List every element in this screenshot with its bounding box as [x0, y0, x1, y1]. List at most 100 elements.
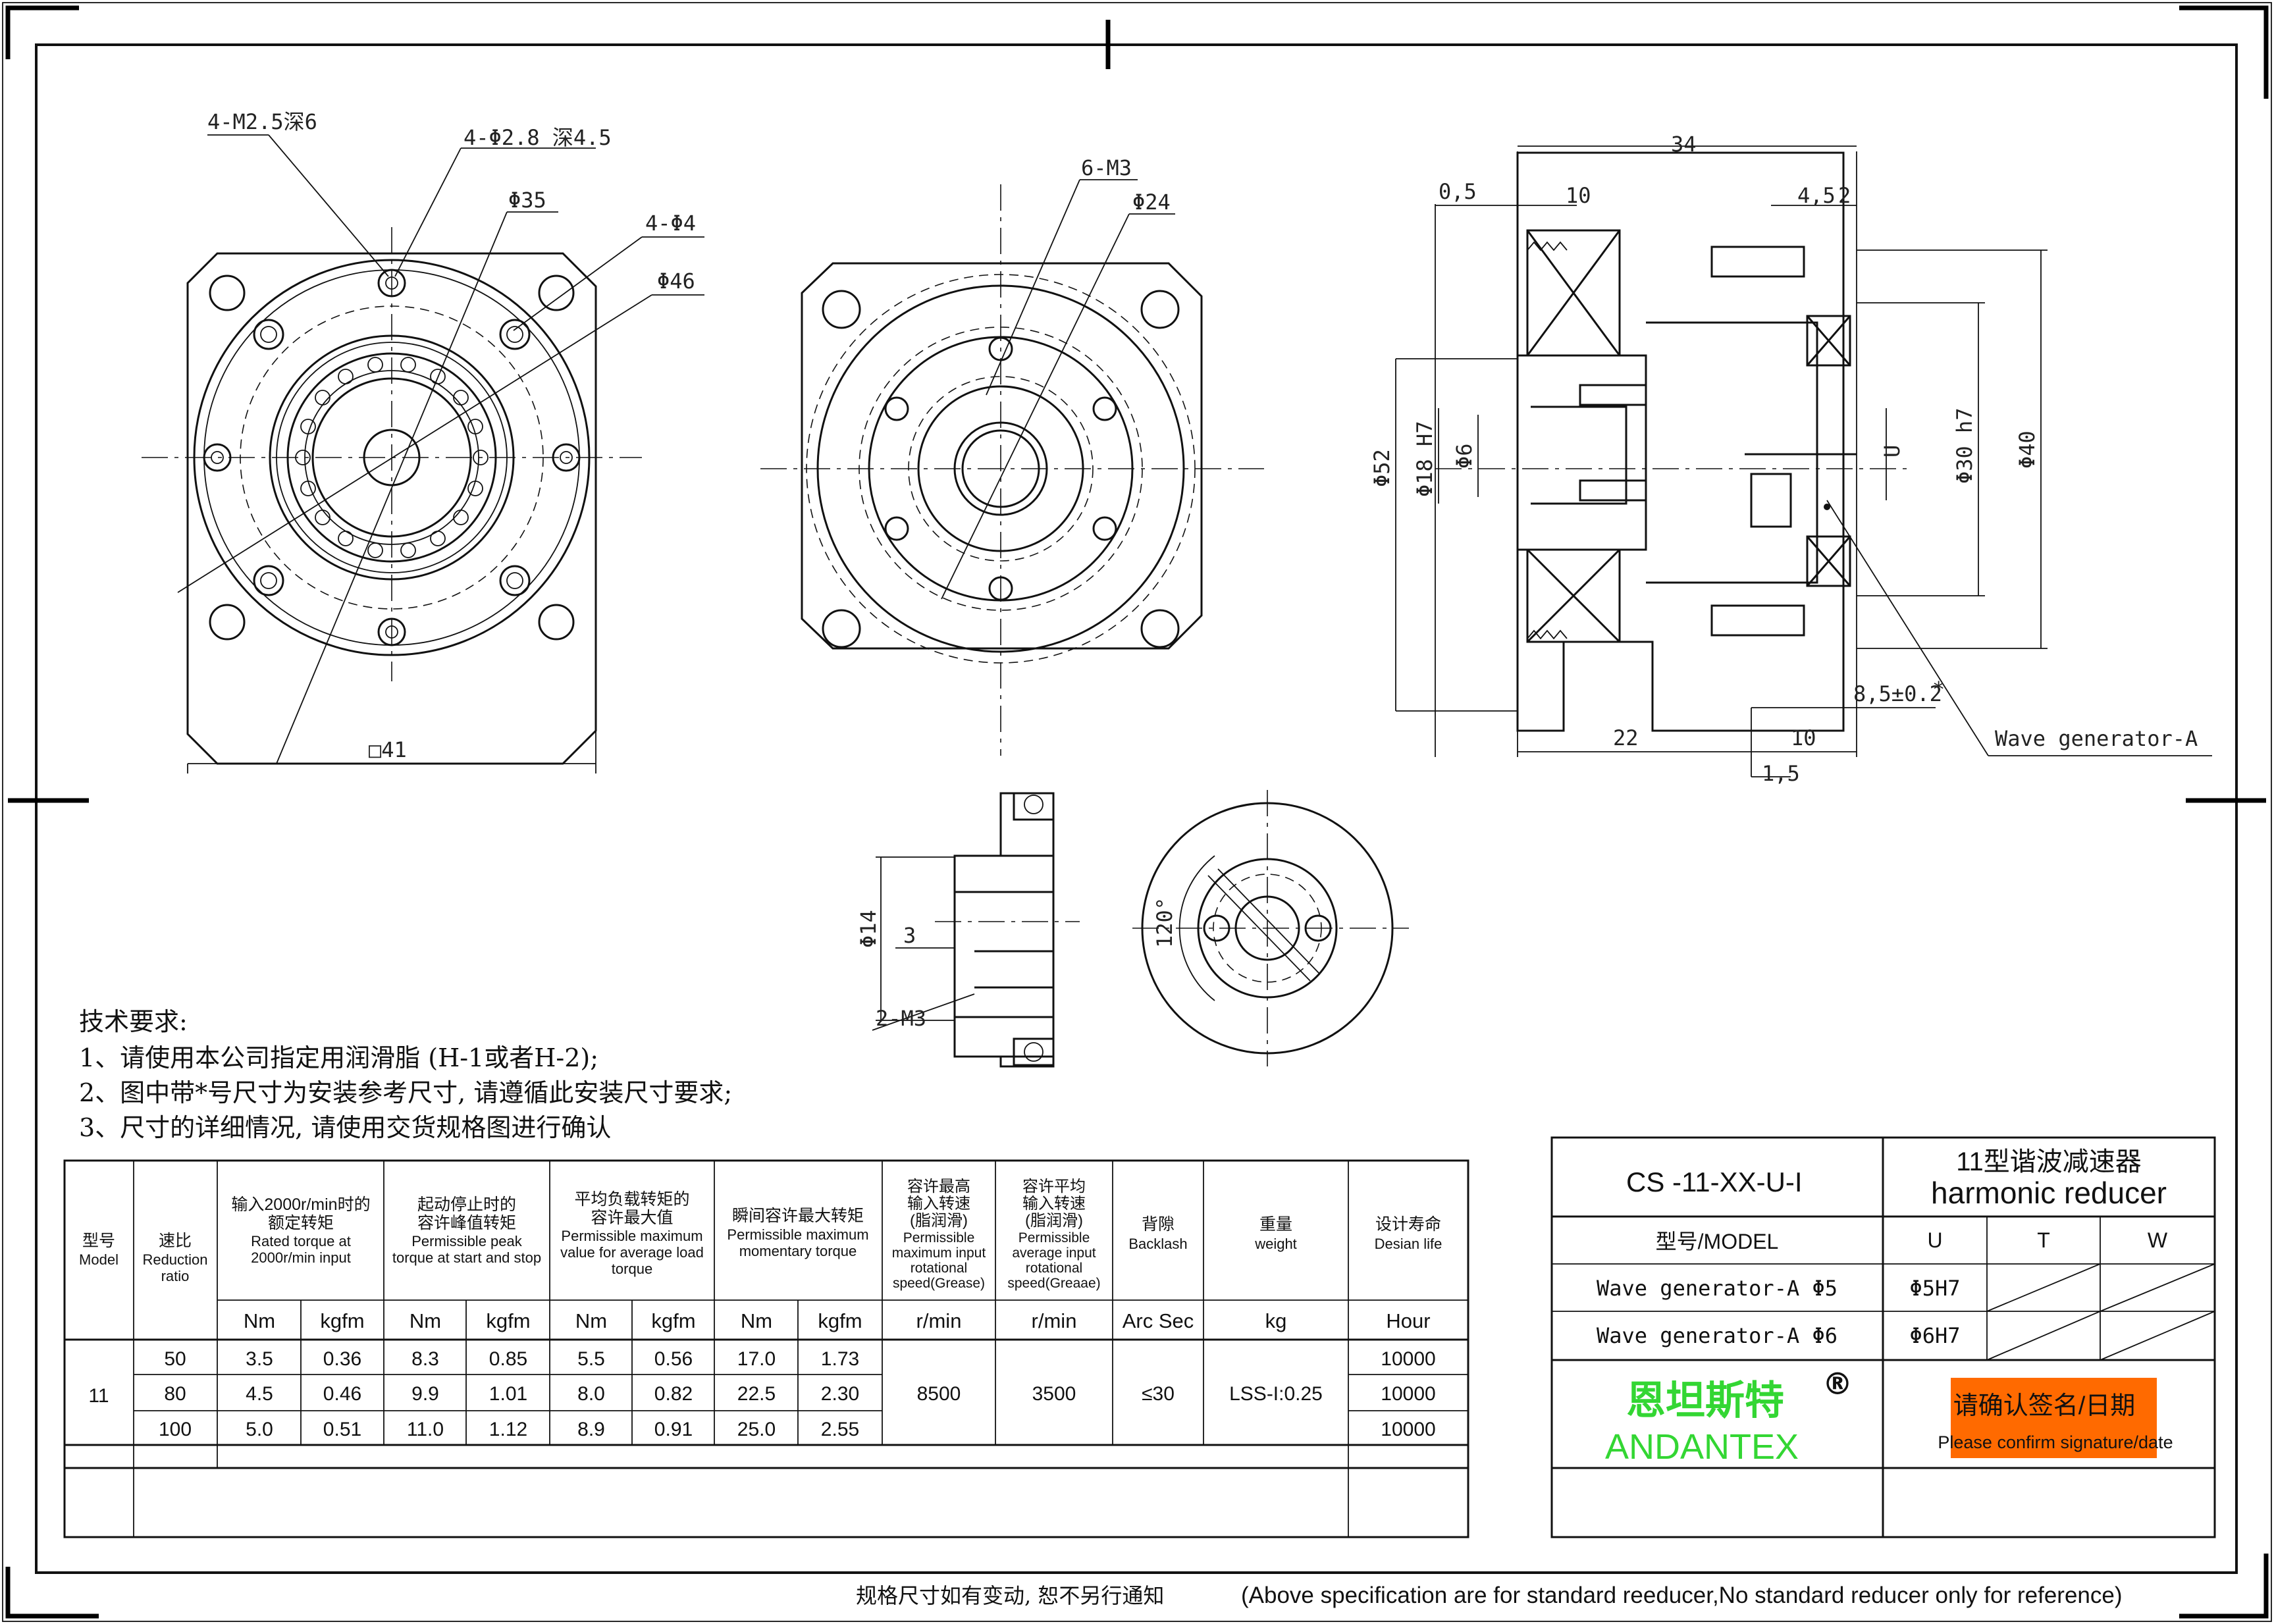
h-avgspd-en2: average input	[1012, 1245, 1096, 1261]
cell-weight: LSS-I:0.25	[1229, 1383, 1323, 1405]
dim-d46: Φ46	[657, 269, 695, 294]
h-avgspd-en3: rotational	[1026, 1261, 1082, 1276]
h-avgspd-cn1: 容许平均	[1022, 1178, 1086, 1195]
notes-heading: 技术要求:	[79, 1007, 188, 1036]
title-block: CS -11-XX-U-I 11型谐波减速器 harmonic reducer …	[1550, 1136, 2216, 1538]
h-maxspd-en2: maximum input	[892, 1245, 986, 1261]
dim-d30: Φ30 h7	[1952, 407, 1977, 484]
dim-square-41: □41	[369, 737, 407, 762]
footer-cn: 规格尺寸如有变动, 恕不另行通知	[856, 1583, 1164, 1608]
row2-label: Wave generator-A Φ6	[1597, 1323, 1838, 1348]
cell: 80	[164, 1383, 186, 1405]
table-header: 型号 Model 速比 Reduction ratio 输入2000r/min时…	[79, 1178, 1442, 1291]
unit-cell: r/min	[1032, 1309, 1077, 1332]
h-maxspd-en1: Permissible	[903, 1230, 975, 1245]
table-row: 50 3.5 0.36 8.3 0.85 5.5 0.56 17.0 1.73 …	[164, 1348, 1435, 1370]
cell-model: 11	[88, 1385, 109, 1407]
notes-line-2: 2、图中带*号尺寸为安装参考尺寸, 请遵循此安装尺寸要求;	[79, 1078, 732, 1107]
cell: 5.5	[577, 1348, 605, 1370]
unit-cell: kg	[1265, 1309, 1287, 1332]
dim-d40: Φ40	[2015, 431, 2040, 469]
cell: 10000	[1381, 1419, 1435, 1440]
col-t: T	[2037, 1228, 2050, 1252]
unit-cell: Nm	[741, 1309, 772, 1332]
dim-0-5: 0,5	[1439, 179, 1477, 204]
front-view-output-side: 6-M3 Φ24	[760, 155, 1264, 756]
footer: 规格尺寸如有变动, 恕不另行通知 (Above specification ar…	[856, 1583, 2123, 1608]
cell: 22.5	[737, 1383, 776, 1405]
cell: 8.9	[577, 1419, 605, 1440]
unit-cell: kgfm	[651, 1309, 695, 1332]
h-mom-en2: momentary torque	[739, 1243, 857, 1259]
dim-4-m2-5: 4-M2.5深6	[207, 109, 317, 134]
dim-10-bottom: 10	[1791, 725, 1816, 750]
h-weight-cn: 重量	[1259, 1215, 1292, 1234]
product-name-en: harmonic reducer	[1931, 1176, 2167, 1210]
cell: 11.0	[407, 1419, 444, 1440]
dim-1-5: 1,5	[1762, 761, 1800, 786]
cell: 0.46	[323, 1383, 361, 1405]
h-back-en: Backlash	[1128, 1236, 1187, 1252]
h-avg-en3: torque	[612, 1261, 652, 1277]
h-rated-en2: 2000r/min input	[251, 1249, 351, 1266]
cell: 0.91	[654, 1419, 693, 1440]
bearing-balls	[295, 357, 489, 558]
unit-cell: kgfm	[818, 1309, 862, 1332]
unit-cell: Hour	[1386, 1309, 1430, 1332]
cell: 25.0	[737, 1419, 776, 1440]
unit-cell: kgfm	[320, 1309, 364, 1332]
model-label: 型号/MODEL	[1656, 1230, 1779, 1253]
dim-120-deg: 120°	[1152, 897, 1177, 948]
h-avg-cn2: 容许最大值	[591, 1209, 673, 1227]
h-rated-cn2: 额定转矩	[268, 1214, 334, 1232]
unit-cell: kgfm	[486, 1309, 530, 1332]
product-name-cn: 11型谐波减速器	[1956, 1147, 2142, 1176]
dim-10-top: 10	[1566, 183, 1591, 208]
h-ratio-cn: 速比	[159, 1232, 192, 1250]
h-avgspd-cn2: 输入转速	[1022, 1195, 1086, 1213]
cell: 8.0	[577, 1383, 605, 1405]
h-mom-en1: Permissible maximum	[727, 1226, 868, 1243]
footer-en: (Above specification are for standard re…	[1241, 1583, 2123, 1608]
technical-notes: 技术要求: 1、请使用本公司指定用润滑脂 (H-1或者H-2); 2、图中带*号…	[79, 1007, 732, 1142]
h-peak-cn1: 起动停止时的	[417, 1195, 516, 1214]
cell-backlash: ≤30	[1142, 1383, 1175, 1405]
h-life-cn: 设计寿命	[1375, 1215, 1441, 1234]
cell: 0.51	[323, 1419, 361, 1440]
cell: 3.5	[246, 1348, 273, 1370]
unit-cell: Nm	[410, 1309, 441, 1332]
cell: 50	[164, 1348, 186, 1370]
col-w: W	[2148, 1228, 2168, 1252]
h-maxspd-en4: speed(Grease)	[893, 1276, 985, 1291]
cell: 0.82	[654, 1383, 693, 1405]
units-row: Nm kgfm Nm kgfm Nm kgfm Nm kgfm r/min r/…	[244, 1309, 1431, 1332]
cell: 100	[159, 1419, 192, 1440]
h-ratio-en1: Reduction	[142, 1251, 207, 1268]
cell: 10000	[1381, 1383, 1435, 1405]
dim-4-5: 4,5	[1797, 183, 1836, 208]
cell: 10000	[1381, 1348, 1435, 1370]
cell: 1.73	[821, 1348, 859, 1370]
unit-cell: Nm	[244, 1309, 275, 1332]
dim-d35: Φ35	[508, 188, 546, 213]
cell: 2.55	[821, 1419, 859, 1440]
cell: 1.12	[489, 1419, 527, 1440]
h-maxspd-en3: rotational	[911, 1261, 967, 1276]
h-maxspd-cn3: (脂润滑)	[910, 1212, 968, 1230]
unit-cell: Nm	[575, 1309, 607, 1332]
h-maxspd-cn1: 容许最高	[907, 1178, 970, 1195]
cell: 4.5	[246, 1383, 273, 1405]
dim-star: *	[1932, 677, 1945, 702]
confirm-text-cn: 请确认签名/日期	[1953, 1392, 2136, 1420]
notes-line-1: 1、请使用本公司指定用润滑脂 (H-1或者H-2);	[79, 1043, 598, 1072]
dim-6-m3: 6-M3	[1081, 155, 1132, 180]
table-row: 100 5.0 0.51 11.0 1.12 8.9 0.91 25.0 2.5…	[159, 1419, 1436, 1440]
h-avg-cn1: 平均负载转矩的	[574, 1190, 689, 1209]
side-section-view: 34 0,5 10 4,5 2 Φ52 Φ18 H7 Φ6 U Φ30 h7 Φ…	[1369, 132, 2212, 786]
h-peak-en2: torque at start and stop	[392, 1249, 541, 1266]
brand-name-cn: 恩坦斯特	[1626, 1378, 1784, 1424]
cell: 5.0	[246, 1419, 273, 1440]
table-body: 11 50 3.5 0.36 8.3 0.85 5.5 0.56 17.0 1.…	[88, 1348, 1435, 1440]
table-row: 80 4.5 0.46 9.9 1.01 8.0 0.82 22.5 2.30 …	[164, 1383, 1435, 1405]
